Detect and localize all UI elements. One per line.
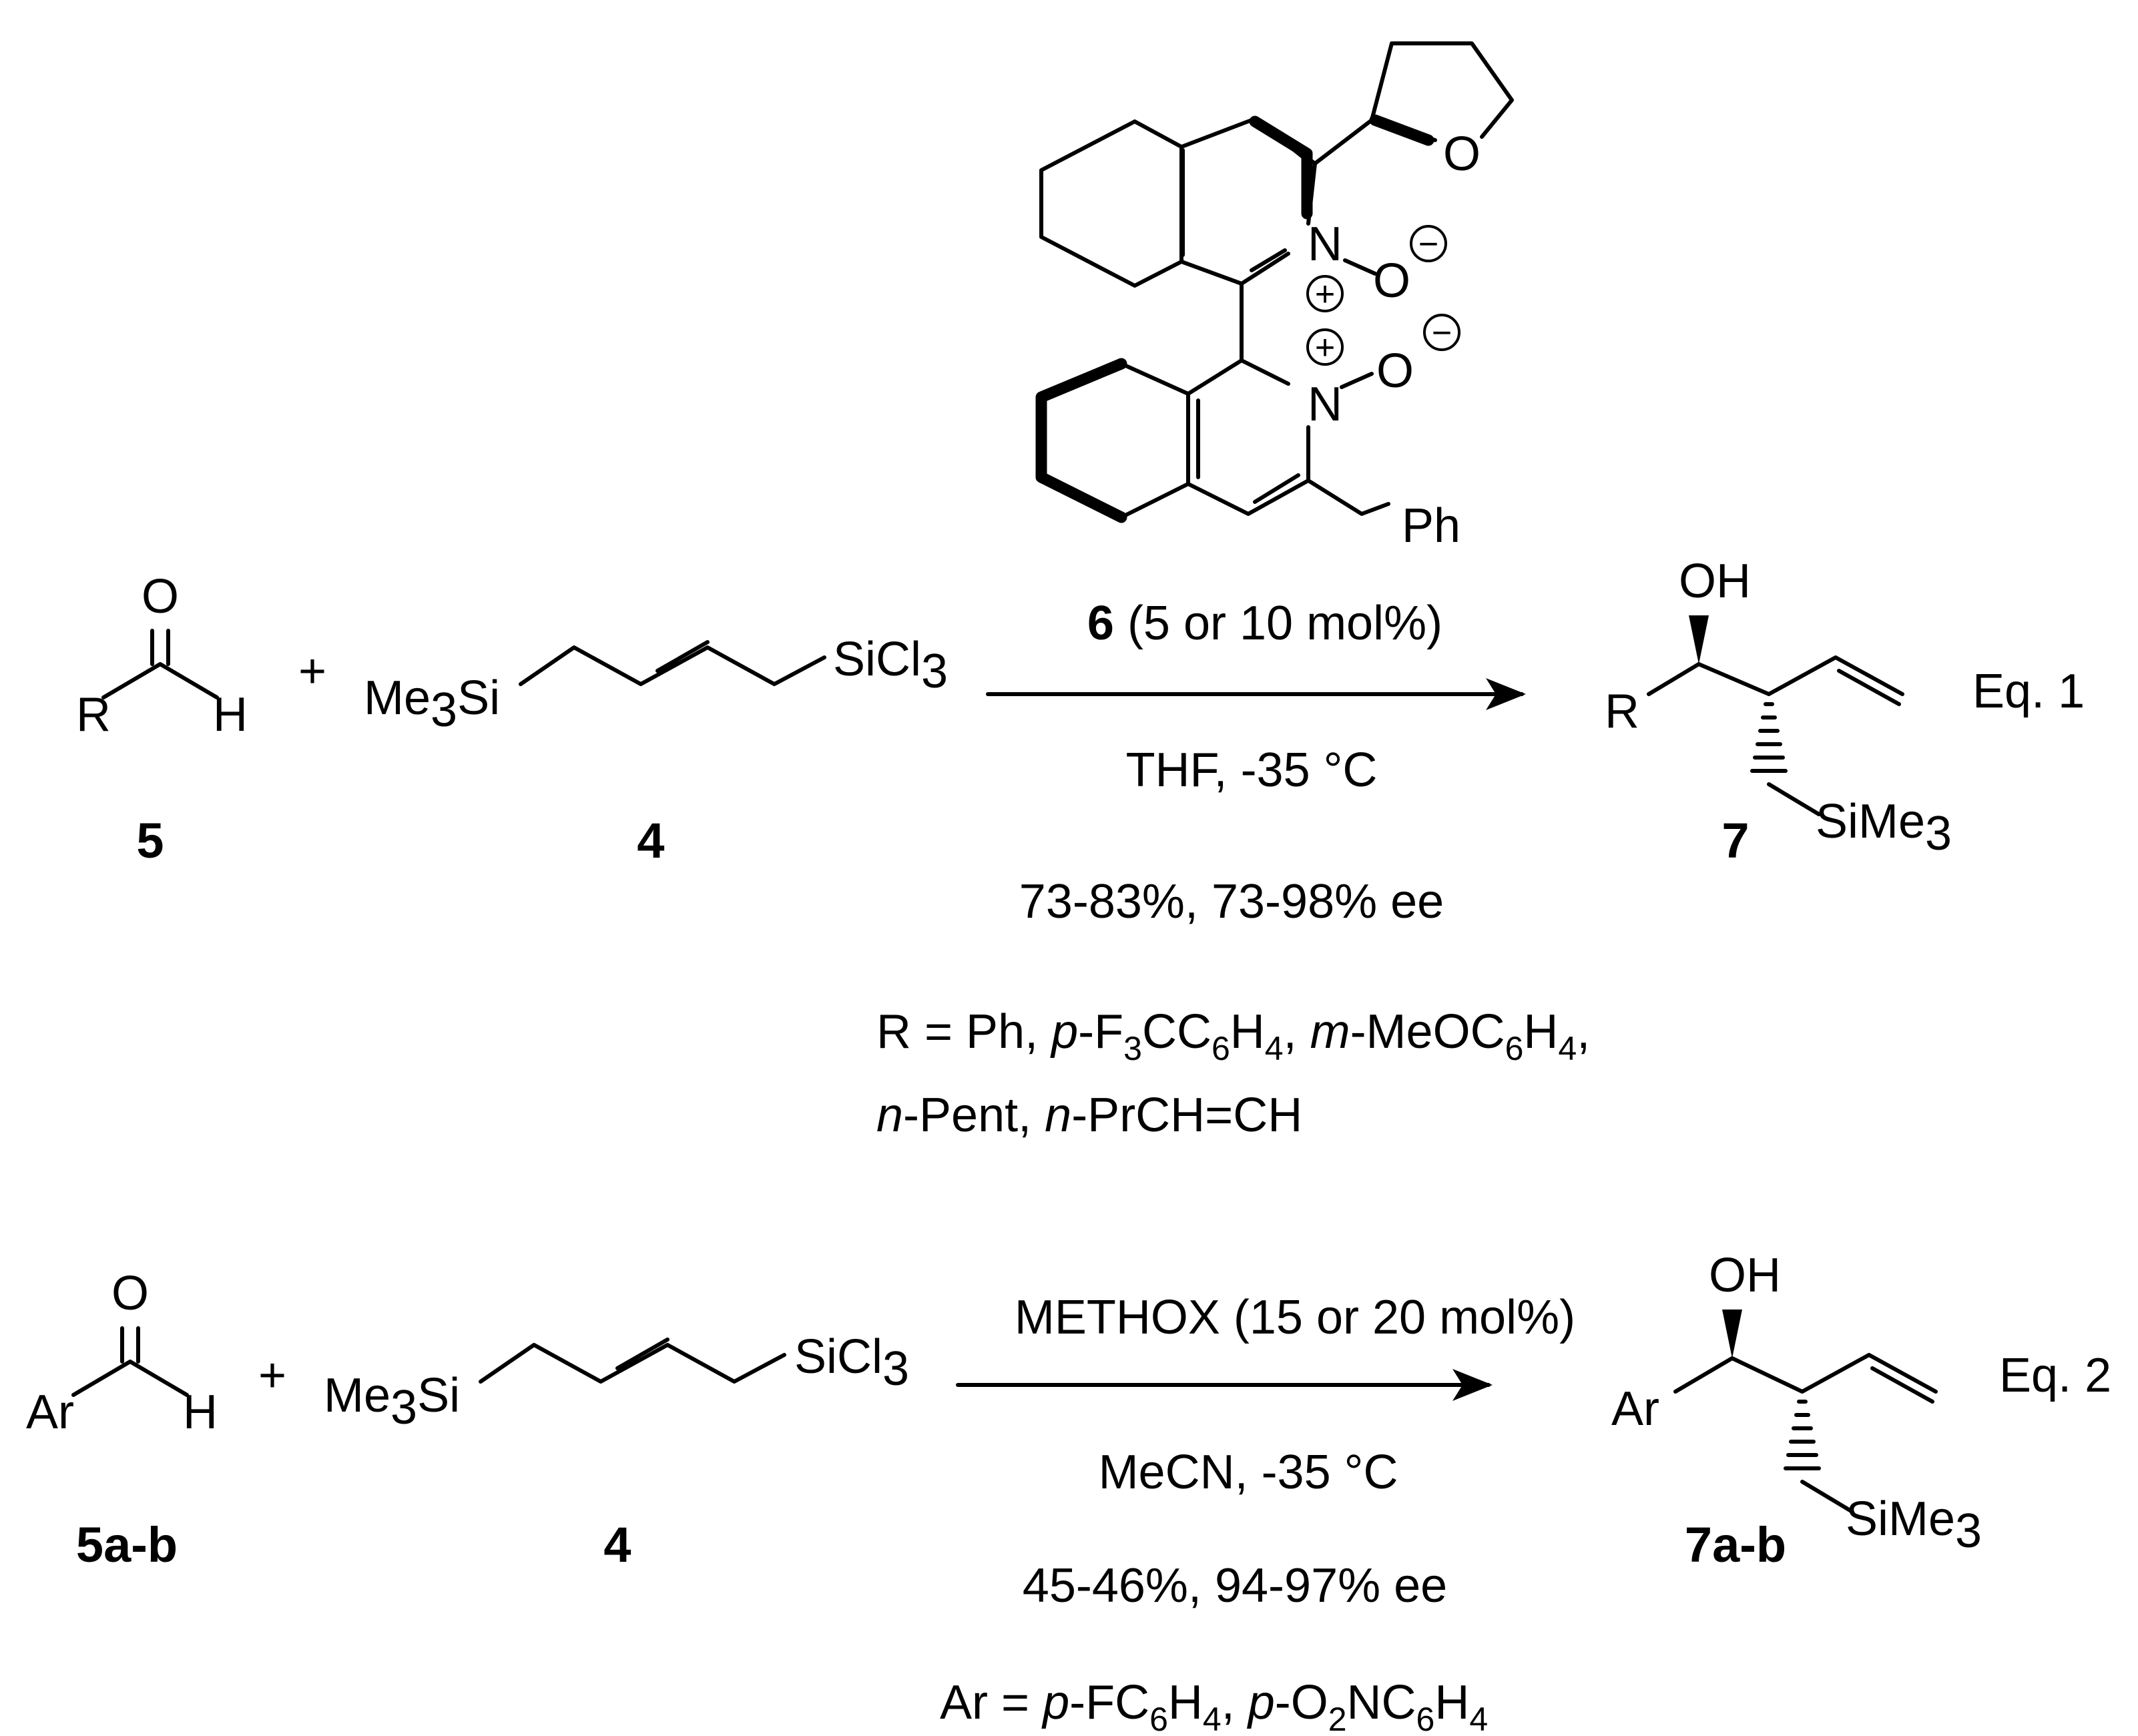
equation-1-label: Eq. 1 bbox=[1972, 665, 2085, 718]
product-7-hydroxyl: OH bbox=[1679, 555, 1751, 608]
aryl-aldehyde-hydrogen: H bbox=[183, 1386, 218, 1439]
trichlorosilyl-label-eq2: SiCl3 bbox=[794, 1330, 909, 1396]
compound-number-4: 4 bbox=[637, 813, 664, 868]
product-7a-b: OH Ar SiMe3 7a-b bbox=[1611, 1249, 1982, 1572]
product-7: OH R SiMe3 7 bbox=[1605, 555, 1952, 868]
top-cyclohexane-bonds bbox=[1039, 119, 1183, 288]
equation-2-label: Eq. 2 bbox=[1999, 1349, 2111, 1402]
catalyst-6-structure: + − + − N O N O O Ph bbox=[1035, 41, 1514, 553]
trimethylsilyl-label-eq2: Me3Si bbox=[324, 1369, 460, 1434]
product-7a-b-hydroxyl: OH bbox=[1709, 1249, 1781, 1302]
product-7a-b-bonds bbox=[1673, 1353, 1938, 1404]
substrate-scope-line-2: n-Pent, n-PrCH=CH bbox=[876, 1089, 1302, 1142]
product-7a-b-oh-wedge bbox=[1722, 1310, 1742, 1358]
reagent-4: Me3Si SiCl3 4 bbox=[364, 633, 948, 868]
positive-charge-circle-bottom bbox=[1306, 328, 1344, 366]
product-7-trimethylsilyl: SiMe3 bbox=[1816, 795, 1952, 860]
aldehyde-hydrogen: H bbox=[213, 688, 248, 742]
aldehyde-r-group: R bbox=[76, 688, 111, 742]
aldehyde-5a-b: O Ar H 5a-b bbox=[26, 1267, 218, 1572]
yield-2: 45-46%, 94-97% ee bbox=[1023, 1559, 1447, 1613]
product-7a-b-hashed-wedge bbox=[1784, 1400, 1821, 1470]
top-oxide-label: O bbox=[1373, 254, 1410, 308]
negative-charge-top: − bbox=[1418, 225, 1438, 264]
aldehyde-bonds bbox=[101, 629, 219, 699]
conditions-2: MeCN, -35 °C bbox=[1099, 1446, 1398, 1499]
top-nitrogen-label: N bbox=[1308, 218, 1342, 271]
compound-number-4-eq2: 4 bbox=[603, 1517, 631, 1572]
substrate-scope-line-1: R = Ph, p-F3CC6H4, m-MeOC6H4, bbox=[876, 1005, 1590, 1067]
plus-sign-1: + bbox=[298, 645, 326, 698]
aryl-aldehyde-ar-group: Ar bbox=[26, 1386, 74, 1439]
compound-number-5: 5 bbox=[136, 813, 164, 868]
conditions-1: THF, -35 °C bbox=[1126, 744, 1378, 797]
phenyl-label: Ph bbox=[1402, 499, 1460, 553]
trichlorosilyl-label: SiCl3 bbox=[833, 633, 948, 698]
bottom-nitrogen-label: N bbox=[1308, 378, 1342, 431]
product-7-silylmethyl-bond bbox=[1767, 782, 1821, 816]
compound-number-7: 7 bbox=[1721, 813, 1749, 868]
top-n-oxide-bond bbox=[1343, 258, 1377, 276]
product-7-oh-wedge bbox=[1689, 615, 1709, 664]
catalyst-methox: METHOX (15 or 20 mol%) bbox=[1015, 1291, 1575, 1344]
compound-number-7a-b: 7a-b bbox=[1685, 1517, 1786, 1572]
negative-charge-bottom: − bbox=[1432, 314, 1452, 352]
product-7a-b-trimethylsilyl: SiMe3 bbox=[1846, 1492, 1982, 1558]
product-7-bonds bbox=[1647, 655, 1904, 706]
positive-charge-top: + bbox=[1315, 275, 1335, 314]
crotyl-chain-bonds bbox=[519, 640, 826, 686]
aldehyde-5: O R H 5 bbox=[76, 570, 248, 868]
bottom-oxide-label: O bbox=[1376, 344, 1414, 398]
product-7a-b-silylmethyl-bond bbox=[1800, 1480, 1854, 1514]
aldehyde-oxygen: O bbox=[142, 570, 179, 623]
crotyl-chain-bonds-eq2 bbox=[479, 1338, 786, 1384]
compound-number-5a-b: 5a-b bbox=[76, 1517, 178, 1572]
plus-sign-2: + bbox=[258, 1349, 286, 1402]
substrate-scope-eq2: Ar = p-FC6H4, p-O2NC6H4 bbox=[940, 1676, 1488, 1736]
aryl-aldehyde-bonds bbox=[71, 1326, 189, 1397]
thf-oxygen-label: O bbox=[1443, 127, 1481, 181]
product-7-r-group: R bbox=[1605, 685, 1639, 738]
thf-wedge-bond bbox=[1369, 114, 1434, 146]
trimethylsilyl-label: Me3Si bbox=[364, 671, 500, 737]
product-7a-b-ar-group: Ar bbox=[1611, 1382, 1659, 1436]
bottom-cyclohexane-bold-bonds bbox=[1035, 358, 1127, 523]
positive-charge-circle-top bbox=[1306, 275, 1344, 312]
reagent-4-eq2: Me3Si SiCl3 4 bbox=[324, 1330, 909, 1572]
equation-2: O Ar H 5a-b + Me3Si SiCl3 4 METHOX (15 o… bbox=[26, 1249, 2111, 1736]
negative-charge-circle-bottom bbox=[1423, 314, 1460, 351]
equation-1: O R H 5 + Me3Si SiCl3 4 bbox=[76, 41, 2085, 1142]
yield-1: 73-83%, 73-98% ee bbox=[1019, 875, 1444, 928]
product-7-hashed-wedge bbox=[1750, 702, 1788, 773]
bottom-n-oxide-bond bbox=[1340, 372, 1374, 389]
bottom-pyridine-bonds bbox=[1119, 358, 1390, 519]
aryl-aldehyde-oxygen: O bbox=[111, 1267, 149, 1320]
positive-charge-bottom: + bbox=[1315, 328, 1335, 367]
top-pyridine-bold-bonds bbox=[1249, 115, 1313, 220]
catalyst-6-caption: 6 (5 or 10 mol%) bbox=[1087, 597, 1442, 650]
thf-ring-bonds bbox=[1313, 41, 1514, 166]
negative-charge-circle-top bbox=[1410, 225, 1447, 262]
